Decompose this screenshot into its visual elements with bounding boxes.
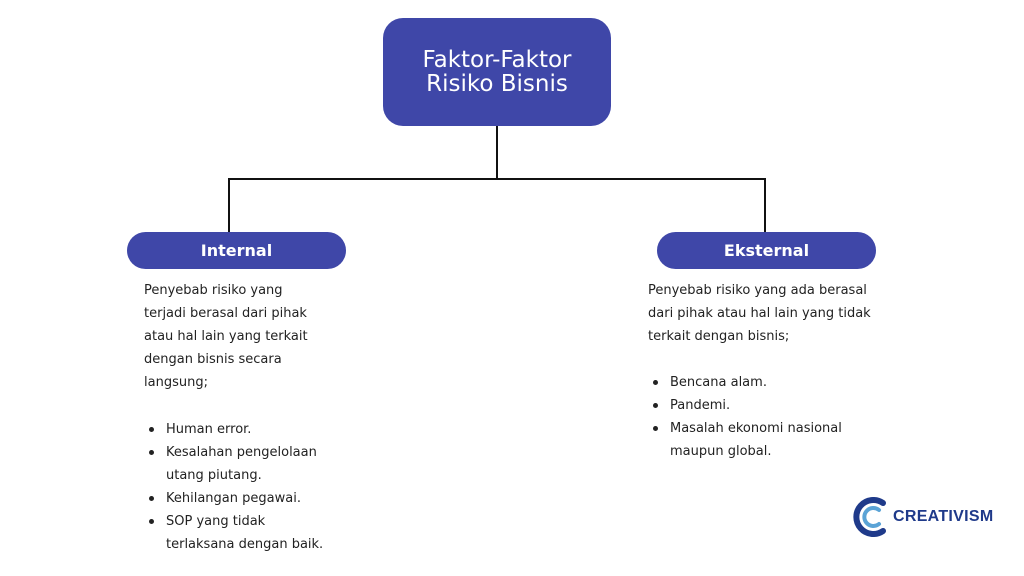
root-title-line2: Risiko Bisnis [426,71,568,97]
eksternal-list: Bencana alam. Pandemi. Masalah ekonomi n… [648,371,878,463]
root-title-line1: Faktor-Faktor [422,47,572,73]
list-item: Bencana alam. [648,371,878,394]
eksternal-description: Penyebab risiko yang ada berasal dari pi… [648,283,871,344]
eksternal-node: Eksternal [657,232,876,269]
eksternal-title: Eksternal [723,241,810,260]
root-node: Faktor-Faktor Risiko Bisnis [383,18,611,126]
internal-node: Internal [127,232,346,269]
list-item: Kesalahan pengelolaan utang piutang. [144,441,334,487]
list-item: SOP yang tidak terlaksana dengan baik. [144,510,334,556]
list-item: Human error. [144,418,334,441]
brand-logo: CREATIVISM [853,497,993,537]
list-item: Kehilangan pegawai. [144,487,334,510]
list-item: Masalah ekonomi nasional maupun global. [648,417,878,463]
creativism-logo-icon [853,497,886,537]
internal-description: Penyebab risiko yang terjadi berasal dar… [144,283,308,390]
internal-title: Internal [200,241,273,260]
brand-name: CREATIVISM [893,508,994,525]
list-item: Pandemi. [648,394,878,417]
internal-list: Human error. Kesalahan pengelolaan utang… [144,418,334,556]
